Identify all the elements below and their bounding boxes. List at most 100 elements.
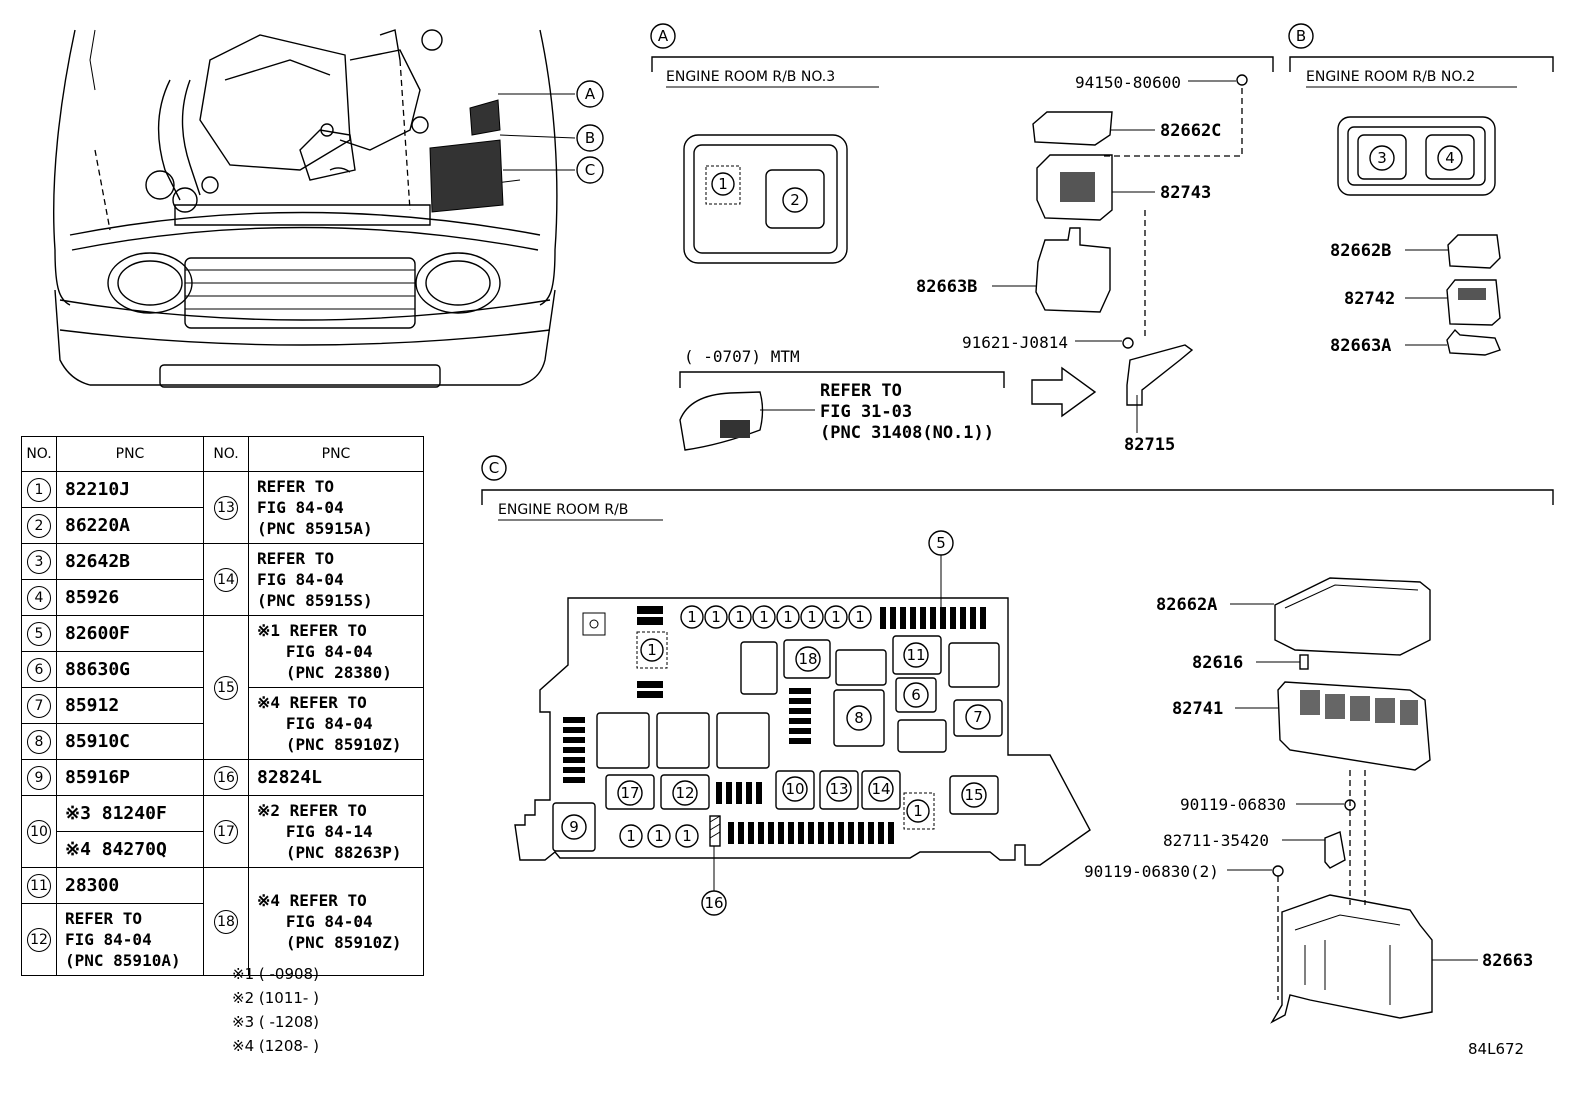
table-cell-pnc: REFER TO FIG 84-04 (PNC 85910A) <box>56 903 204 976</box>
table-row-no: 3 <box>21 543 57 580</box>
table-cell-pnc: 86220A <box>56 507 204 544</box>
label-82711-35420: 82711-35420 <box>1163 831 1269 850</box>
section-b-marker <box>1288 23 1314 49</box>
cover-82662b <box>1447 234 1501 269</box>
footnotes: ※1 ( -0908) ※2 (1011- ) ※3 ( -1208) ※4 (… <box>232 962 319 1058</box>
table-header-pnc-2: PNC <box>248 436 424 472</box>
svg-text:6: 6 <box>911 686 921 704</box>
footnote-3: ※3 ( -1208) <box>232 1013 319 1031</box>
label-82741: 82741 <box>1172 699 1223 719</box>
svg-text:1: 1 <box>687 608 697 626</box>
bay-marker-c: C <box>576 156 604 184</box>
table-cell-pnc: 28300 <box>56 867 204 904</box>
case-82663a <box>1446 328 1501 356</box>
table-cell-pnc: 85916P <box>56 759 204 796</box>
table-row-no: 17 <box>203 795 249 868</box>
section-c-title: ENGINE ROOM R/B <box>498 502 628 518</box>
section-b-title: ENGINE ROOM R/B NO.2 <box>1306 69 1475 85</box>
label-82662a: 82662A <box>1156 595 1217 615</box>
relay-slot-3-label: 3 <box>1377 149 1387 167</box>
svg-text:14: 14 <box>871 780 890 798</box>
svg-text:15: 15 <box>964 786 983 804</box>
svg-text:12: 12 <box>675 784 694 802</box>
svg-text:1: 1 <box>626 827 636 845</box>
bracket-82715 <box>1126 344 1194 406</box>
fuse-row-top: 1 1 1 1 1 1 1 1 <box>680 605 872 629</box>
blade-fuses-left <box>563 717 585 783</box>
section-b-marker-text: B <box>1296 27 1306 45</box>
table-row-no: 8 <box>21 723 57 760</box>
relay-slot-1 <box>711 172 735 196</box>
table-row-no: 1 <box>21 471 57 508</box>
table-cell-pnc: ※4 REFER TO FIG 84-04 (PNC 85910Z) <box>248 867 424 976</box>
table-cell-pnc: 82642B <box>56 543 204 580</box>
section-a: A ENGINE ROOM R/B NO.3 1 2 94150-80600 8… <box>650 23 1274 455</box>
mtm-refer-line1: REFER TO <box>820 381 902 401</box>
svg-text:11: 11 <box>906 646 925 664</box>
svg-text:1: 1 <box>759 608 769 626</box>
footnote-4: ※4 (1208- ) <box>232 1037 319 1055</box>
fuse-16 <box>709 815 721 847</box>
callout-5-text: 5 <box>936 534 946 552</box>
svg-text:C: C <box>585 161 595 179</box>
section-a-marker <box>650 23 676 49</box>
label-82616: 82616 <box>1192 653 1243 673</box>
svg-text:18: 18 <box>798 650 817 668</box>
clip-94150 <box>1236 74 1248 86</box>
blade-fuses-row2 <box>716 782 762 804</box>
direction-arrow <box>1031 366 1097 418</box>
svg-text:1: 1 <box>682 827 692 845</box>
section-c-marker <box>481 455 507 481</box>
svg-text:10: 10 <box>785 780 804 798</box>
section-b: B ENGINE ROOM R/B NO.2 3 4 82662B 82742 … <box>1288 23 1554 356</box>
label-82742: 82742 <box>1344 289 1395 309</box>
relay-slot-2-label: 2 <box>790 191 800 209</box>
callout-16-text: 16 <box>704 894 723 912</box>
engine-bay-illustration <box>53 29 576 388</box>
label-82662c: 82662C <box>1160 121 1221 141</box>
svg-text:1: 1 <box>831 608 841 626</box>
svg-text:1: 1 <box>654 827 664 845</box>
relay-block-82742 <box>1446 279 1501 326</box>
table-row-no: 2 <box>21 507 57 544</box>
section-c: C ENGINE ROOM R/B 1 1 1 1 1 1 1 1 <box>481 455 1554 1024</box>
relay-slot-2 <box>782 187 808 213</box>
bay-box-c <box>429 139 504 213</box>
table-cell-pnc: 85912 <box>56 687 204 724</box>
cover-82662a <box>1274 577 1431 656</box>
mtm-condition: ( -0707) MTM <box>684 347 800 366</box>
table-row-no: 12 <box>21 903 57 976</box>
cover-82662c <box>1032 111 1113 146</box>
table-cell-pnc: ※2 REFER TO FIG 84-14 (PNC 88263P) <box>248 795 424 868</box>
table-cell-pnc: ※1 REFER TO FIG 84-04 (PNC 28380) <box>248 615 424 688</box>
table-row-no: 10 <box>21 795 57 868</box>
table-cell-pnc: REFER TO FIG 84-04 (PNC 85915S) <box>248 543 424 616</box>
svg-text:9: 9 <box>569 818 579 836</box>
blade-fuses-bottom <box>728 822 894 844</box>
bay-box-a <box>469 99 501 136</box>
svg-text:1: 1 <box>647 641 657 659</box>
table-row-no: 13 <box>203 471 249 544</box>
label-82715: 82715 <box>1124 435 1175 455</box>
label-94150-80600: 94150-80600 <box>1075 73 1181 92</box>
svg-text:7: 7 <box>973 708 983 726</box>
relay-slot-1-label: 1 <box>718 175 728 193</box>
table-row-no: 14 <box>203 543 249 616</box>
table-cell-pnc: ※3 81240F <box>56 795 204 832</box>
relay-block-82741 <box>1277 681 1431 771</box>
label-82663b: 82663B <box>916 277 977 297</box>
relay-slot-3 <box>1369 145 1395 171</box>
engine-room-rb-layout <box>514 597 1091 866</box>
table-row-no: 7 <box>21 687 57 724</box>
relay-slot-4-label: 4 <box>1445 149 1455 167</box>
table-cell-pnc: 88630G <box>56 651 204 688</box>
svg-text:1: 1 <box>855 608 865 626</box>
mtm-refer-line3: (PNC 31408(NO.1)) <box>820 423 994 443</box>
section-a-marker-text: A <box>658 27 669 45</box>
svg-text:A: A <box>585 85 596 103</box>
table-cell-pnc: 85926 <box>56 579 204 616</box>
relay-block-82743 <box>1036 154 1113 221</box>
table-row-no: 4 <box>21 579 57 616</box>
pnc-table: NO. PNC NO. PNC 1 82210J 13 REFER TO FIG… <box>21 436 424 976</box>
